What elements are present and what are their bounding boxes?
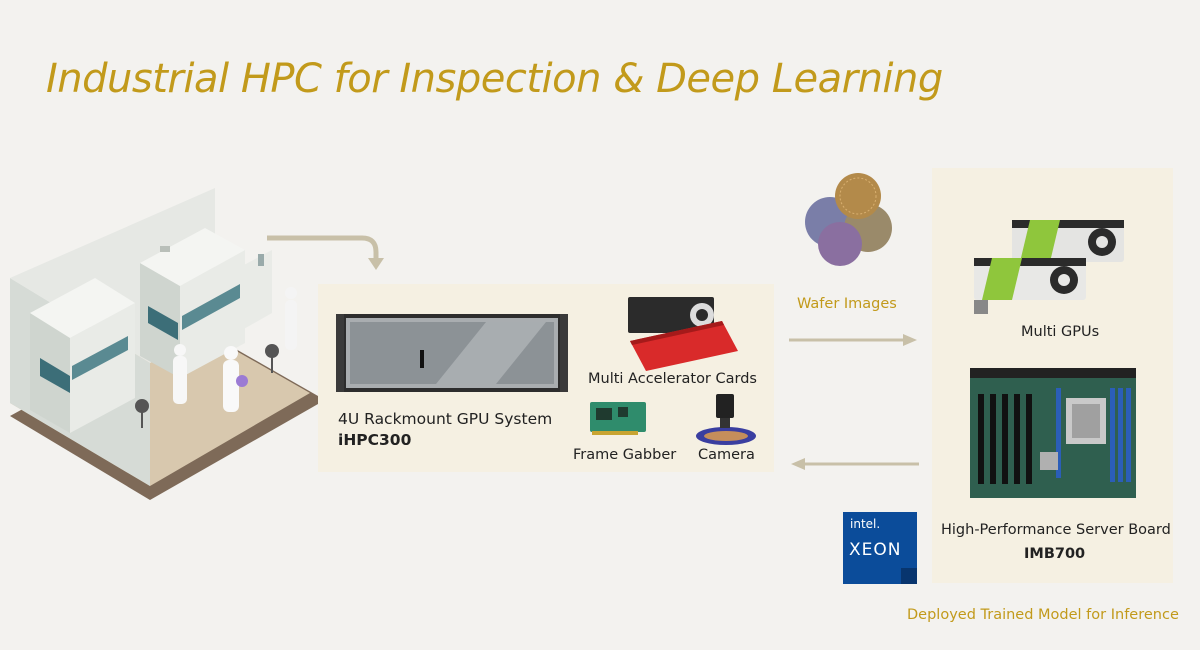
multi-gpus-image: [974, 220, 1124, 314]
rackmount-server-image: [336, 314, 568, 392]
server-board-label: High-Performance Server Board: [941, 522, 1171, 538]
server-board-model: IMB700: [1024, 546, 1086, 562]
wafer-images: [805, 173, 892, 266]
wafer-images-label: Wafer Images: [797, 296, 897, 312]
deployed-label: Deployed Trained Model for Inference: [907, 607, 1179, 623]
accelerator-label: Multi Accelerator Cards: [588, 371, 757, 387]
system-label: 4U Rackmount GPU System: [338, 410, 553, 428]
frame-grabber-image: [590, 402, 646, 435]
flow-arrow-factory-to-system: [267, 235, 384, 270]
intel-brand: intel.: [850, 517, 881, 531]
factory-illustration: [10, 188, 325, 500]
accelerator-cards-image: [628, 297, 738, 371]
camera-image: [696, 394, 756, 445]
server-board-image: [970, 368, 1136, 498]
camera-label: Camera: [698, 447, 755, 463]
intel-xeon-logo: intel. XEON: [843, 512, 917, 584]
frame-grabber-label: Frame Gabber: [573, 447, 677, 463]
page-title: Industrial HPC for Inspection & Deep Lea…: [46, 56, 943, 102]
system-model: iHPC300: [338, 431, 412, 449]
xeon-product: XEON: [849, 540, 902, 560]
multi-gpus-label: Multi GPUs: [1021, 324, 1100, 340]
flow-arrows: [789, 334, 919, 470]
